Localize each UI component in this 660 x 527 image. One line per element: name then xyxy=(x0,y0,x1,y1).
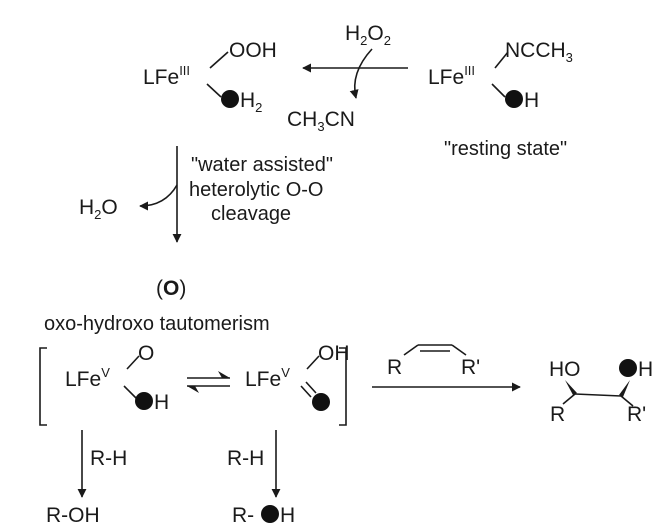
fe-label: LFeIII xyxy=(428,63,475,89)
water-ligand: H2 xyxy=(240,89,262,115)
acetonitrile: CH3CN xyxy=(287,108,355,134)
fe-o-double-bond xyxy=(300,385,312,398)
hydroxo-ligand: OH xyxy=(318,342,350,365)
fe-o-double-bond xyxy=(305,381,317,394)
oxo-ligand: O xyxy=(138,342,154,365)
diol-ho: HO xyxy=(549,358,581,381)
fe-label: LFeIII xyxy=(143,63,190,89)
olefin-r: R xyxy=(387,356,402,379)
diol-wedge-bond xyxy=(565,380,577,395)
hydrogen-peroxide: H2O2 xyxy=(345,22,391,48)
alcohol-product-right-r: R- xyxy=(232,504,254,527)
olefin-bond xyxy=(451,344,467,356)
hydroxo-h: H xyxy=(524,89,539,112)
diol-r-prime: R' xyxy=(627,403,646,426)
oxo-hydroxo-tautomer: LFeV O H xyxy=(65,342,169,414)
labeled-oxygen-atom xyxy=(261,505,279,523)
intermediate-label: (O) xyxy=(156,277,186,300)
labeled-oxygen-atom xyxy=(221,90,239,108)
tautomerism-label: oxo-hydroxo tautomerism xyxy=(44,313,270,335)
alcohol-product-right-h: H xyxy=(280,504,295,527)
acetonitrile-ligand: NCCH3 xyxy=(505,39,573,65)
labeled-oxygen-atom xyxy=(135,392,153,410)
hydroxo-h: H xyxy=(154,391,169,414)
olefin-bond xyxy=(403,344,419,356)
labeled-oxygen-atom xyxy=(312,393,330,411)
fe-o-bond xyxy=(126,355,140,370)
diol-h: H xyxy=(638,358,653,381)
equilibrium-reverse-head xyxy=(187,386,199,393)
acetonitrile-release-arrow xyxy=(349,48,373,99)
fe-label: LFeV xyxy=(245,365,290,391)
water-product: H2O xyxy=(79,196,118,222)
fe-n-bond xyxy=(494,51,509,69)
olefin-r-prime: R' xyxy=(461,356,480,379)
hydroperoxo-complex: LFeIII OOH H2 xyxy=(143,39,277,115)
fe-o-bond xyxy=(306,355,320,370)
resting-state-label: "resting state" xyxy=(444,138,567,160)
labeled-oxygen-atom xyxy=(505,90,523,108)
fe-o-bond xyxy=(491,83,506,98)
cleavage-label-line-3: cleavage xyxy=(211,203,291,225)
fe-o-bond xyxy=(206,83,222,98)
fe-o-bond xyxy=(123,385,137,399)
diol-c-r-bond xyxy=(620,395,634,407)
water-release-arrow xyxy=(139,184,178,211)
cis-diol-product: HO H R R' xyxy=(549,358,653,426)
ooh-ligand: OOH xyxy=(229,39,277,62)
bracket-right xyxy=(339,347,347,426)
fe-label: LFeV xyxy=(65,365,110,391)
olefin-substrate: R R' xyxy=(387,344,480,379)
alcohol-product-left: R-OH xyxy=(46,504,100,527)
diol-r: R xyxy=(550,403,565,426)
diol-c-r-bond xyxy=(562,393,576,405)
cleavage-label-line-2: heterolytic O-O xyxy=(189,179,323,201)
bracket-left xyxy=(39,347,47,426)
equilibrium-forward-head xyxy=(218,371,230,378)
diol-wedge-bond xyxy=(619,380,630,397)
fe-o-bond xyxy=(209,51,229,69)
cleavage-label-line-1: "water assisted" xyxy=(191,154,333,176)
resting-state-complex: LFeIII NCCH3 H xyxy=(428,39,573,112)
alkane-reagent-right: R-H xyxy=(227,447,264,470)
diol-c-c-bond xyxy=(574,393,622,397)
alkane-reagent-left: R-H xyxy=(90,447,127,470)
labeled-oxygen-atom xyxy=(619,359,637,377)
hydroxo-oxo-tautomer: LFeV OH xyxy=(245,342,350,411)
